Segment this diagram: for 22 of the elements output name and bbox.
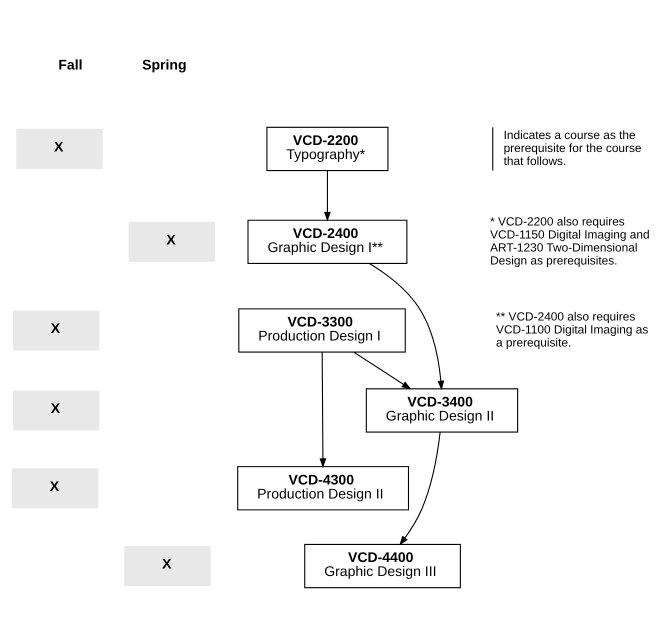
node-box: VCD-3400 Graphic Design II bbox=[366, 388, 518, 433]
node-box: VCD-4300 Production Design II bbox=[237, 466, 410, 510]
arrow bbox=[324, 170, 331, 222]
node-box: VCD-2400 Graphic Design I** bbox=[247, 220, 408, 264]
label: X bbox=[162, 556, 172, 572]
label: Spring bbox=[142, 56, 187, 72]
label: Fall bbox=[58, 56, 83, 72]
label: X bbox=[50, 400, 60, 416]
arrow bbox=[320, 352, 326, 468]
label: X bbox=[50, 478, 60, 494]
label: ** VCD-2400 also requires VCD-1100 Digital Imaging as a prerequisite. bbox=[496, 310, 648, 350]
legend-label: Indicates a course as the prerequisite for the course that follows. bbox=[504, 128, 642, 168]
arrow bbox=[354, 352, 412, 390]
node-box: VCD-3300 Production Design I bbox=[238, 308, 406, 353]
arrow bbox=[369, 263, 444, 390]
label: X bbox=[54, 138, 64, 155]
label: X bbox=[166, 231, 176, 248]
arrow bbox=[399, 432, 441, 546]
label: X bbox=[50, 320, 60, 336]
label: * VCD-2200 also requires VCD-1150 Digital Imaging and ART-1230 Two-Dimensional Design as prerequisites. bbox=[490, 214, 650, 268]
node-box: VCD-4400 Graphic Design III bbox=[304, 544, 461, 588]
node-box: VCD-2200 Typography* bbox=[266, 126, 388, 172]
